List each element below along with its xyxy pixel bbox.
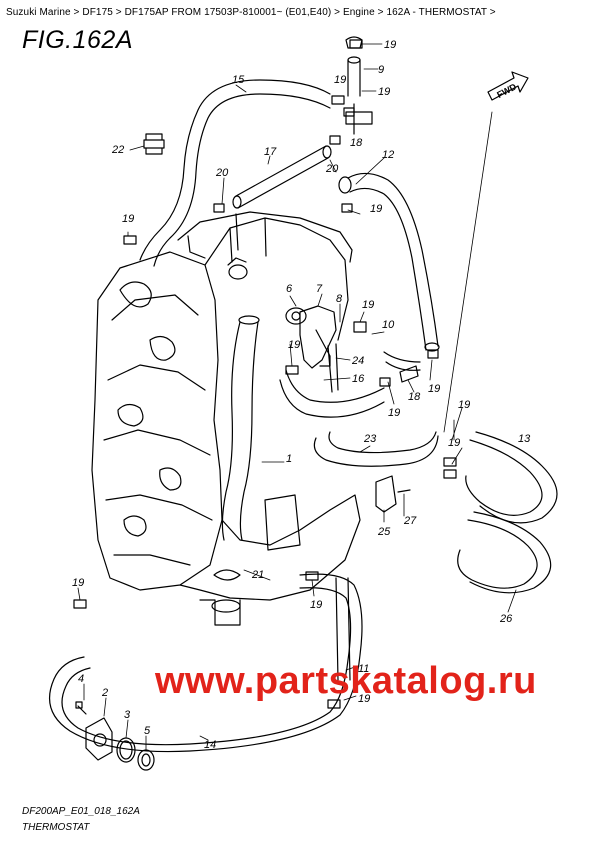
callout-13: 13: [518, 433, 531, 445]
inlet-fitting: [75, 701, 155, 771]
callout-2: 2: [101, 687, 108, 699]
callout-19: 19: [384, 39, 396, 51]
callout-19: 19: [378, 86, 390, 98]
callout-12: 12: [382, 149, 394, 161]
callout-19: 19: [72, 577, 84, 589]
callout-4: 4: [78, 673, 84, 685]
callout-19: 19: [334, 74, 346, 86]
callout-19: 19: [288, 339, 300, 351]
hose-10: [383, 351, 421, 383]
breadcrumb-item-page[interactable]: 162A - THERMOSTAT: [386, 7, 487, 18]
leader-lines: [77, 43, 517, 751]
figure-title: FIG.162A: [22, 26, 133, 54]
breadcrumb: Suzuki Marine > DF175 > DF175AP FROM 175…: [6, 7, 496, 18]
callout-19: 19: [458, 399, 470, 411]
callout-19: 19: [448, 437, 460, 449]
lower-housing: [179, 494, 361, 626]
callout-10: 10: [382, 319, 395, 331]
callout-labels: 19 9 19 19 15 22 17 18 12 20 20 19 19 6 …: [72, 39, 531, 751]
callout-19: 19: [388, 407, 400, 419]
callout-20: 20: [215, 167, 229, 179]
callout-19: 19: [310, 599, 322, 611]
callout-22: 22: [111, 144, 124, 156]
callout-6: 6: [286, 283, 293, 295]
thermostat-housing: [227, 257, 337, 369]
breadcrumb-item-model[interactable]: DF175: [82, 7, 113, 18]
callout-3: 3: [124, 709, 131, 721]
callout-27: 27: [403, 515, 417, 527]
callout-16: 16: [352, 373, 365, 385]
pipe-24: [327, 343, 339, 393]
watermark: www.partskatalog.ru: [155, 660, 537, 702]
hose-11: [335, 577, 351, 681]
callout-17: 17: [264, 146, 277, 158]
fwd-arrow-icon: FWD: [487, 71, 529, 101]
callout-26: 26: [499, 613, 513, 625]
callout-9: 9: [378, 64, 384, 76]
callout-19: 19: [370, 203, 382, 215]
callout-15: 15: [232, 74, 245, 86]
callout-1: 1: [286, 453, 292, 465]
hose-26: [457, 511, 552, 594]
callout-19: 19: [358, 693, 370, 705]
callout-19: 19: [428, 383, 440, 395]
grommet-22: [143, 133, 165, 155]
callout-18: 18: [408, 391, 421, 403]
hose-9: [345, 36, 363, 97]
breadcrumb-item-section[interactable]: Engine: [343, 7, 375, 18]
callout-11: 11: [358, 663, 369, 675]
callout-20: 20: [325, 163, 339, 175]
hose-16: [279, 369, 385, 418]
breadcrumb-item-brand[interactable]: Suzuki Marine: [6, 7, 71, 18]
callout-19: 19: [122, 213, 134, 225]
callout-21: 21: [251, 569, 264, 581]
callout-18: 18: [350, 137, 363, 149]
callout-14: 14: [204, 739, 216, 751]
callout-7: 7: [316, 283, 323, 295]
hose-1: [221, 315, 260, 541]
breadcrumb-item-serial[interactable]: DF175AP FROM 17503P-810001~ (E01,E40): [124, 7, 332, 18]
engine-block: [91, 211, 353, 591]
callout-23: 23: [363, 433, 377, 445]
bracket-25: [375, 475, 411, 513]
callout-25: 25: [377, 526, 391, 538]
callout-5: 5: [144, 725, 151, 737]
callout-24: 24: [351, 355, 364, 367]
hose-17: [232, 145, 332, 209]
hose-13: [465, 431, 558, 524]
callout-19: 19: [362, 299, 374, 311]
hose-23: [313, 431, 439, 467]
clamps-19: [73, 39, 457, 709]
hose-12: [338, 172, 440, 352]
figure-code: DF200AP_E01_018_162A: [22, 806, 140, 817]
hose-15: [139, 79, 331, 267]
callout-8: 8: [336, 293, 343, 305]
figure-caption: THERMOSTAT: [22, 822, 90, 833]
